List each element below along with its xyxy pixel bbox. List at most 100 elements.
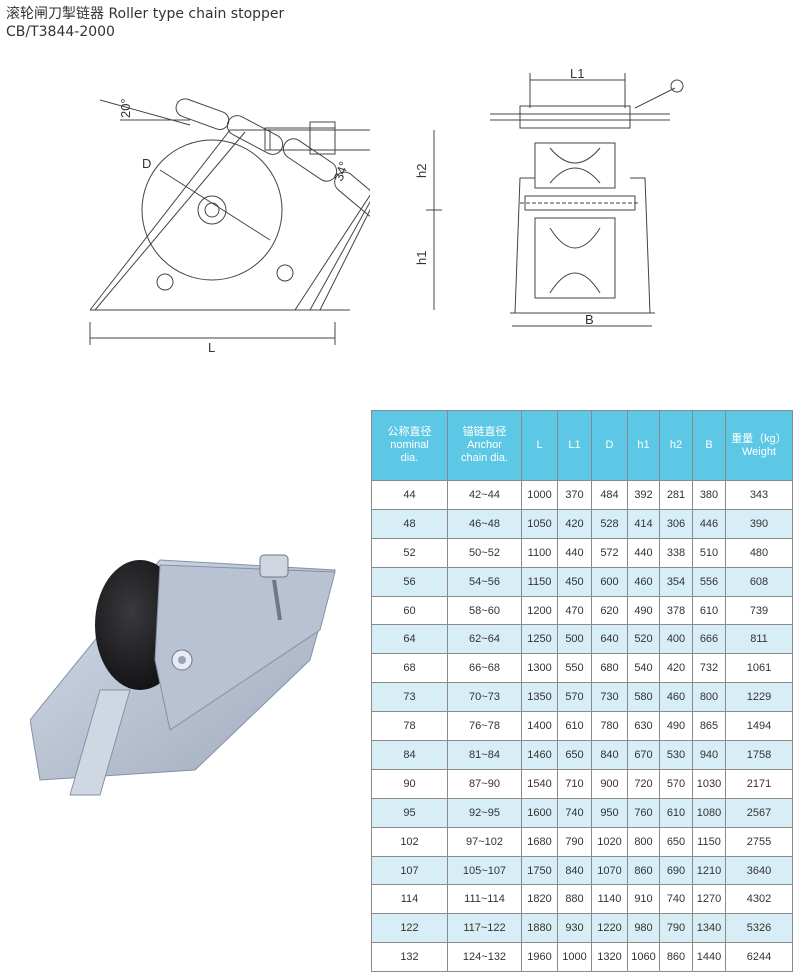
table-cell: 1061 — [725, 653, 793, 684]
table-cell: 540 — [627, 653, 660, 684]
table-cell: 1820 — [521, 884, 558, 915]
table-cell: 930 — [557, 913, 592, 944]
table-cell: 840 — [557, 855, 592, 886]
table-cell: 610 — [692, 595, 726, 626]
column-header-text: h1 — [637, 439, 650, 451]
table-cell: 42~44 — [447, 480, 522, 510]
table-cell: 950 — [591, 797, 628, 828]
column-header-text: D — [605, 439, 614, 451]
table-cell: 84 — [371, 740, 448, 770]
table-cell: 520 — [627, 624, 660, 655]
table-cell: 760 — [627, 797, 660, 828]
table-cell: 114 — [371, 884, 448, 915]
table-cell: 90 — [371, 768, 448, 799]
table-cell: 1200 — [521, 595, 558, 626]
table-cell: 732 — [692, 653, 726, 684]
table-cell: 650 — [557, 740, 592, 770]
table-cell: 1020 — [591, 826, 628, 857]
table-cell: 50~52 — [447, 537, 522, 568]
table-cell: 1270 — [692, 884, 726, 915]
table-cell: 446 — [692, 508, 726, 539]
table-cell: 1540 — [521, 768, 558, 799]
dim-d-label: D — [142, 156, 151, 171]
table-cell: 78 — [371, 711, 448, 742]
table-cell: 550 — [557, 653, 592, 684]
dim-b-label: B — [585, 312, 594, 327]
table-cell: 690 — [659, 855, 693, 886]
table-cell: 62~64 — [447, 624, 522, 655]
dim-h2-label: h2 — [414, 164, 429, 178]
table-cell: 1750 — [521, 855, 558, 886]
table-cell: 87~90 — [447, 768, 522, 799]
table-cell: 484 — [591, 480, 628, 510]
table-cell: 1140 — [591, 884, 628, 915]
column-header: h2 — [659, 410, 693, 481]
column-header-text: Weight — [741, 445, 777, 458]
table-cell: 470 — [557, 595, 592, 626]
table-cell: 1350 — [521, 682, 558, 713]
table-cell: 102 — [371, 826, 448, 857]
table-cell: 338 — [659, 537, 693, 568]
table-cell: 710 — [557, 768, 592, 799]
table-cell: 900 — [591, 768, 628, 799]
table-cell: 68 — [371, 653, 448, 684]
table-cell: 3640 — [725, 855, 793, 886]
table-cell: 111~114 — [447, 884, 522, 915]
table-cell: 306 — [659, 508, 693, 539]
table-cell: 610 — [557, 711, 592, 742]
table-cell: 1220 — [591, 913, 628, 944]
table-cell: 4302 — [725, 884, 793, 915]
table-cell: 800 — [692, 682, 726, 713]
title-line-1: 滚轮闸刀掣链器 Roller type chain stopper — [6, 6, 285, 22]
table-cell: 910 — [627, 884, 660, 915]
table-cell: 1080 — [692, 797, 726, 828]
table-cell: 1070 — [591, 855, 628, 886]
column-header-text: 锚链直径 — [462, 426, 507, 438]
table-cell: 1320 — [591, 942, 628, 973]
table-cell: 380 — [692, 480, 726, 510]
table-cell: 556 — [692, 566, 726, 597]
column-header-text: 重量（kg） — [731, 432, 787, 445]
table-cell: 530 — [659, 740, 693, 770]
table-cell: 60 — [371, 595, 448, 626]
table-cell: 1600 — [521, 797, 558, 828]
table-cell: 1250 — [521, 624, 558, 655]
table-cell: 790 — [659, 913, 693, 944]
table-cell: 1000 — [557, 942, 592, 973]
table-cell: 54~56 — [447, 566, 522, 597]
table-cell: 48 — [371, 508, 448, 539]
height-dimension-labels: h2 h1 — [412, 130, 442, 310]
column-header: L1 — [557, 410, 592, 481]
table-cell: 1880 — [521, 913, 558, 944]
table-cell: 1758 — [725, 740, 793, 770]
table-cell: 720 — [627, 768, 660, 799]
page-title: 滚轮闸刀掣链器 Roller type chain stopper CB/T38… — [6, 5, 284, 41]
table-cell: 980 — [627, 913, 660, 944]
table-cell: 1440 — [692, 942, 726, 973]
table-cell: 70~73 — [447, 682, 522, 713]
column-header-text: chain dia. — [460, 452, 509, 464]
column-header-text: B — [705, 439, 713, 451]
table-cell: 105~107 — [447, 855, 522, 886]
table-cell: 572 — [591, 537, 628, 568]
table-cell: 570 — [659, 768, 693, 799]
table-cell: 117~122 — [447, 913, 522, 944]
column-header-text: dia. — [400, 452, 419, 464]
table-cell: 1494 — [725, 711, 793, 742]
table-cell: 58~60 — [447, 595, 522, 626]
table-cell: 1050 — [521, 508, 558, 539]
table-cell: 414 — [627, 508, 660, 539]
column-header-text: Anchor — [467, 439, 502, 451]
